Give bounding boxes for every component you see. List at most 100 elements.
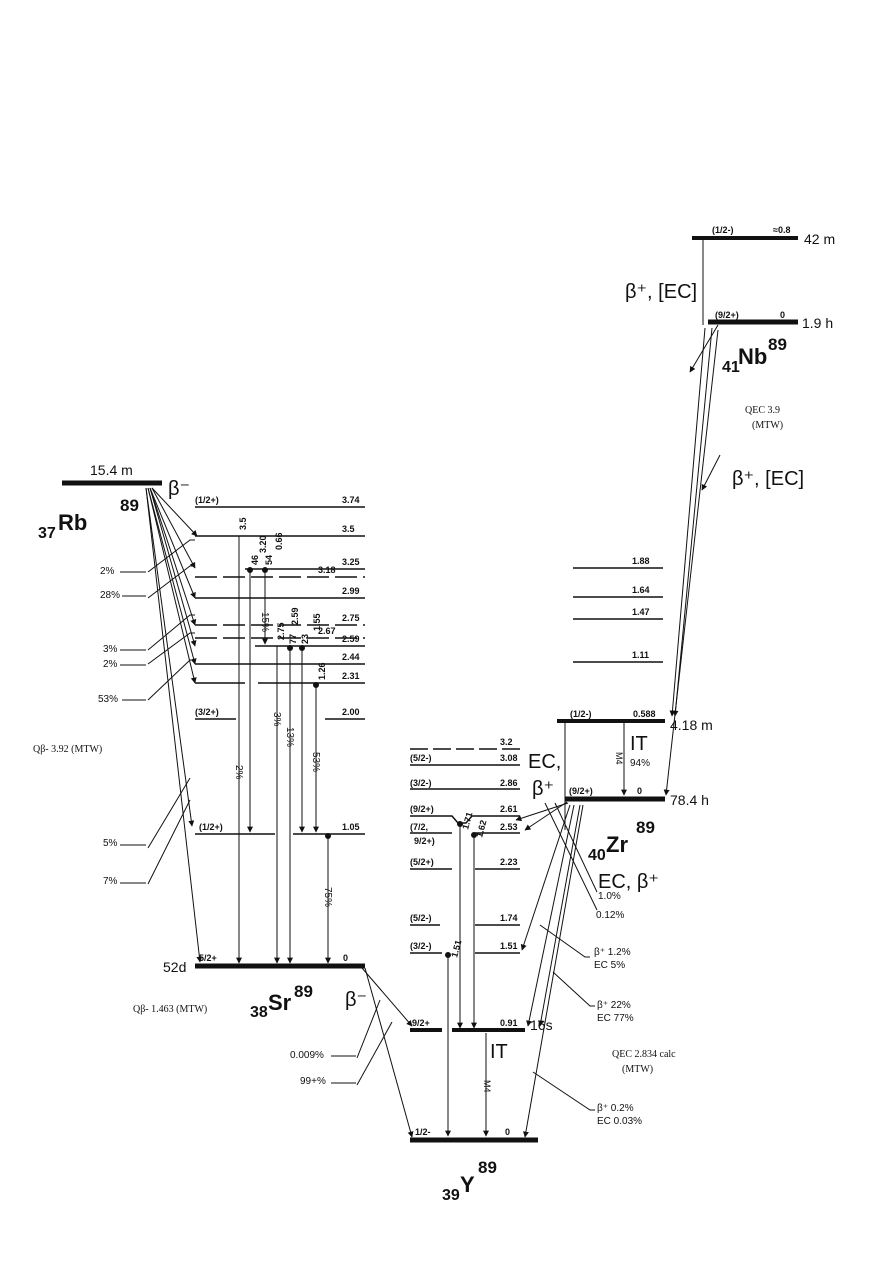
sr-gamma-energy: 2.59 [290,607,300,625]
rb-feed-pct: 5% [103,838,118,849]
sr-gamma-energy: 1.55 [312,613,322,631]
sr89-gs-spin: 5/2+ [199,953,217,963]
y-level-energy: 2.61 [500,804,518,814]
sr89-mass: 89 [294,982,313,1001]
sr-level-energy: 2.59 [342,634,360,644]
sr89-q-value: Qβ- 1.463 (MTW) [133,1004,207,1015]
sr-level-energy: 2.44 [342,652,360,662]
zr89-it: IT [630,733,648,755]
y-gamma-energy: 1.71 [460,811,474,831]
zr-branch: β⁺ 0.2% [597,1103,634,1114]
rb-feed-pct: 3% [103,644,118,655]
y89-gs-spin: 1/2- [415,1127,431,1137]
sr-gamma-pct: 53% [310,752,321,772]
zr-level-energy: 1.47 [632,607,650,617]
zr-level-energy: 1.64 [632,585,650,595]
y89-gs-energy: 0 [505,1127,510,1137]
rb89-mass: 89 [120,496,139,515]
zr89-gs-energy: 0 [637,786,642,796]
sr-gamma-energy: 54 [264,555,274,565]
sr-beta-pct: 99+% [300,1076,326,1087]
nb89-iso-energy: ≈0.8 [773,225,790,235]
nb89-gs-half-life: 1.9 h [802,315,833,331]
rb89-z: 37 [38,525,56,542]
zr-branch: β⁺ 22% [597,1000,631,1011]
sr-level-energy: 2.31 [342,671,360,681]
sr-level-energy: 2.67 [318,626,336,636]
nb89-group: (1/2-) ≈0.8 42 m β⁺, [EC] (9/2+) 0 1.9 h… [625,225,835,796]
y-gamma-energy: 1.62 [474,819,488,839]
sr-gamma-pct: 13% [284,727,295,747]
y-gamma-energy: 1.51 [449,939,463,959]
sr-beta-pct: 0.009% [290,1050,324,1061]
nb89-z: 41 [722,359,740,376]
sr-level-energy: 3.25 [342,557,360,567]
sr-gamma-energy: 23 [300,634,310,644]
zr-branch: β⁺ 1.2% [594,947,631,958]
sr-gamma-energy: 2.75 [276,622,286,640]
zr89-q-value: QEC 2.834 calc [612,1049,676,1060]
sr89-symbol: Sr [268,990,292,1015]
y89-gamma-transitions [445,821,489,1137]
nb89-mass: 89 [768,335,787,354]
y-level-spin: (5/2+) [410,857,434,867]
y-level-energy: 3.08 [500,753,518,763]
zr-level-energy: 1.88 [632,556,650,566]
y-level-energy: 2.86 [500,778,518,788]
sr-gamma-energy: 46 [250,555,260,565]
nb89-decay-mode-1: β⁺, [EC] [625,281,697,303]
nb89-iso-spin: (1/2-) [712,225,734,235]
sr-gamma-energy: 1.26 [317,662,327,680]
rb89-beta-feeds [145,487,203,963]
sr-gamma-energy: 3.5 [238,517,248,530]
rb-feed-pct: 2% [103,659,118,670]
y-level-energy: 1.51 [500,941,518,951]
zr89-it-pct: 94% [630,758,650,769]
zr-level-energy: 1.11 [632,650,649,660]
zr89-isomer: (1/2-) 0.588 4.18 m IT M4 94% EC, β⁺ [528,709,713,800]
y-level-spin: (9/2+) [410,804,434,814]
sr-gamma-pct: 2% [233,765,244,780]
zr89-beta-plus-label: β⁺ [532,778,554,800]
y89-mass: 89 [478,1158,497,1177]
zr-branch: EC 0.03% [597,1116,642,1127]
rb-feed-pct: 7% [103,876,118,887]
zr89-ground: (9/2+) 0 78.4 h 40 Zr 89 EC, β⁺ QEC 2.83… [565,786,709,1075]
sr-level-spin: (3/2+) [195,707,219,717]
sr-gamma-pct: 75% [322,887,333,907]
nb89-gs-spin: (9/2+) [715,310,739,320]
y-level-energy: 1.74 [500,913,518,923]
rb89-q-value: Qβ- 3.92 (MTW) [33,744,102,755]
zr89-branch-labels: 1.0% 0.12% β⁺ 1.2% EC 5% β⁺ 22% EC 77% β… [594,891,642,1127]
rb-feed-pct: 2% [100,566,115,577]
sr89-ground: 52d 5/2+ 0 Qβ- 1.463 (MTW) 38 Sr 89 β⁻ 0… [133,953,414,1138]
rb-feed-pct: 53% [98,694,118,705]
y89-it: IT [490,1041,508,1063]
y-level-spin: (3/2-) [410,778,432,788]
zr-branch: 1.0% [598,891,621,902]
sr89-z: 38 [250,1004,268,1021]
y89-isomer: 9/2+ 0.91 16s IT M4 [410,1017,553,1093]
y-level-spin: (5/2-) [410,753,432,763]
zr89-mass: 89 [636,818,655,837]
sr-level-energy: 1.05 [342,822,360,832]
y89-iso-spin: 9/2+ [412,1018,430,1028]
y89-level-labels: 3.2 (5/2-) 3.08 (3/2-) 2.86 (9/2+) 2.61 … [410,737,518,951]
zr89-ec-transitions [515,721,598,1138]
zr-branch: EC 77% [597,1013,634,1024]
sr-level-spin: (1/2+) [195,495,219,505]
sr89-decay-mode: β⁻ [345,989,367,1011]
sr-level-energy: 2.75 [342,613,360,623]
y89-iso-energy: 0.91 [500,1018,518,1028]
y89-it-mult: M4 [482,1080,492,1093]
zr89-half-life: 78.4 h [670,792,709,808]
zr-branch: 0.12% [596,910,624,921]
sr-level-energy: 2.00 [342,707,360,717]
y89-z: 39 [442,1187,460,1204]
nb89-symbol: Nb [738,344,767,369]
rb89-half-life: 15.4 m [90,462,133,478]
sr89-half-life: 52d [163,959,186,975]
y-level-energy: 2.53 [500,822,518,832]
nb89-q-value-source: (MTW) [752,420,783,431]
